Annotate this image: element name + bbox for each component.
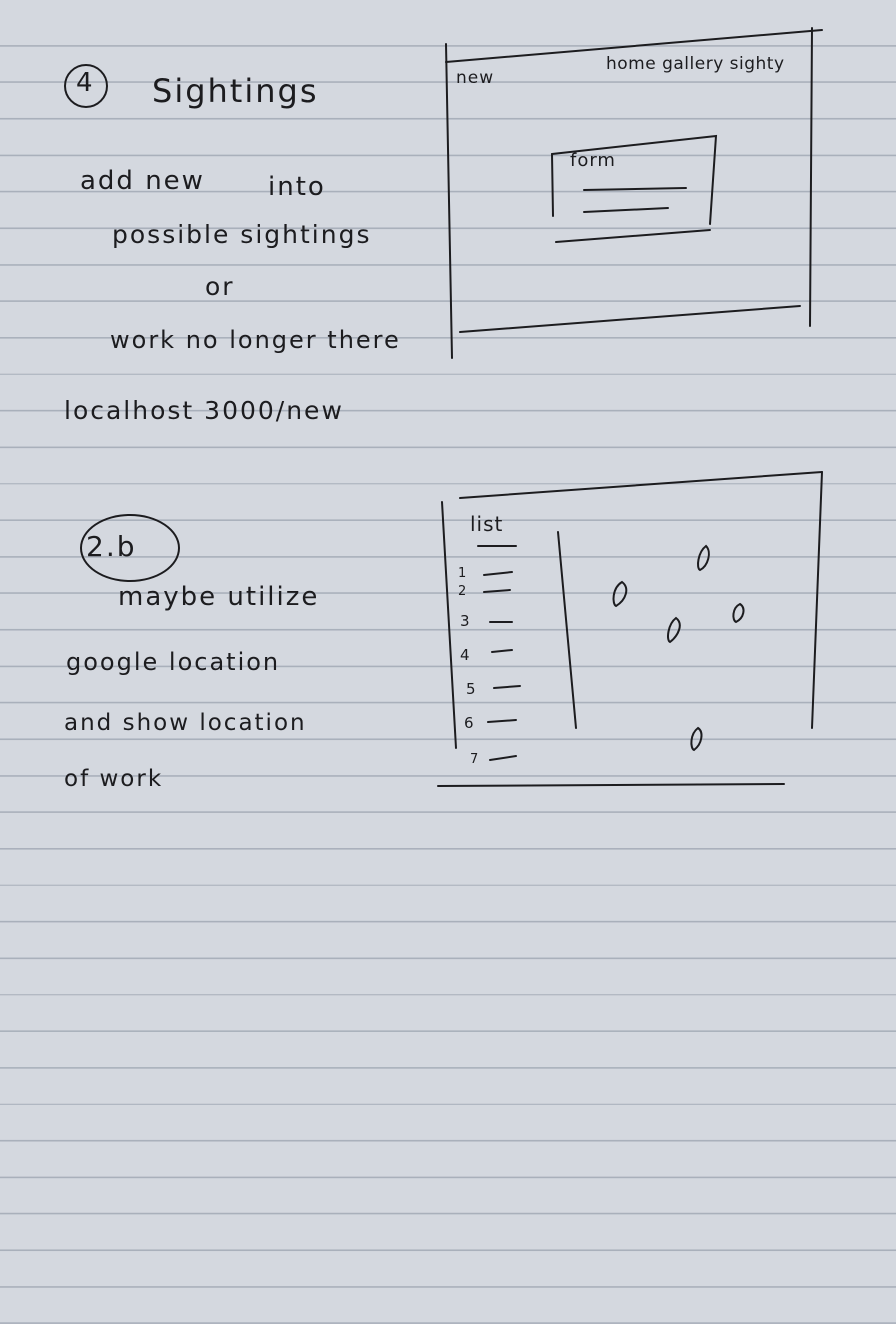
note-line-1b: into xyxy=(268,172,326,202)
form-field-line-2 xyxy=(583,207,669,213)
bottom-frame-left-edge xyxy=(441,501,457,749)
note-line-3: or xyxy=(205,272,235,301)
list-number-6: 6 xyxy=(464,714,476,732)
section-number-circle xyxy=(64,64,108,108)
list-number-4: 4 xyxy=(460,646,472,664)
list-number-5: 5 xyxy=(466,680,478,698)
note-line-5: maybe utilize xyxy=(118,582,320,612)
section2-circle xyxy=(80,514,180,582)
form-box-outline xyxy=(551,134,718,225)
bottom-frame-right-edge xyxy=(811,471,823,729)
top-frame-top-edge xyxy=(445,29,823,63)
note-line-7: and show location xyxy=(64,710,307,736)
sketch-nav-left: new xyxy=(456,68,495,88)
list-number-1: 1 xyxy=(458,566,469,581)
list-number-7: 7 xyxy=(470,752,481,767)
map-pin-icon xyxy=(612,580,628,608)
bottom-frame-top-edge xyxy=(459,471,823,499)
sketch-nav-right: home gallery sighty xyxy=(606,54,785,74)
top-frame-bottom-edge xyxy=(459,305,801,333)
map-pin-icon xyxy=(732,602,745,624)
sketch-form-label: form xyxy=(570,150,616,171)
map-pin-icon xyxy=(697,544,710,572)
note-line-8: of work xyxy=(64,766,164,792)
note-line-6: google location xyxy=(66,648,281,676)
url-note: localhost 3000/new xyxy=(64,396,344,425)
note-line-4: work no longer there xyxy=(110,326,401,354)
map-pin-icon xyxy=(690,726,703,752)
section-number: 4 xyxy=(76,68,95,98)
section2-number: 2.b xyxy=(86,530,137,563)
form-field-line-1 xyxy=(583,187,687,191)
form-bottom-line xyxy=(555,229,711,243)
list-number-3: 3 xyxy=(460,612,472,630)
bottom-frame-bottom-edge xyxy=(437,783,785,787)
note-line-2: possible sightings xyxy=(112,220,372,249)
note-line-1: add new xyxy=(80,166,205,196)
top-frame-right-edge xyxy=(809,27,813,327)
list-divider xyxy=(557,531,577,729)
map-pin-icon xyxy=(667,616,681,644)
section-title: Sightings xyxy=(152,72,319,110)
sketch-list-title: list xyxy=(470,512,504,536)
top-frame-left-edge xyxy=(445,43,453,359)
list-number-2: 2 xyxy=(458,584,469,599)
